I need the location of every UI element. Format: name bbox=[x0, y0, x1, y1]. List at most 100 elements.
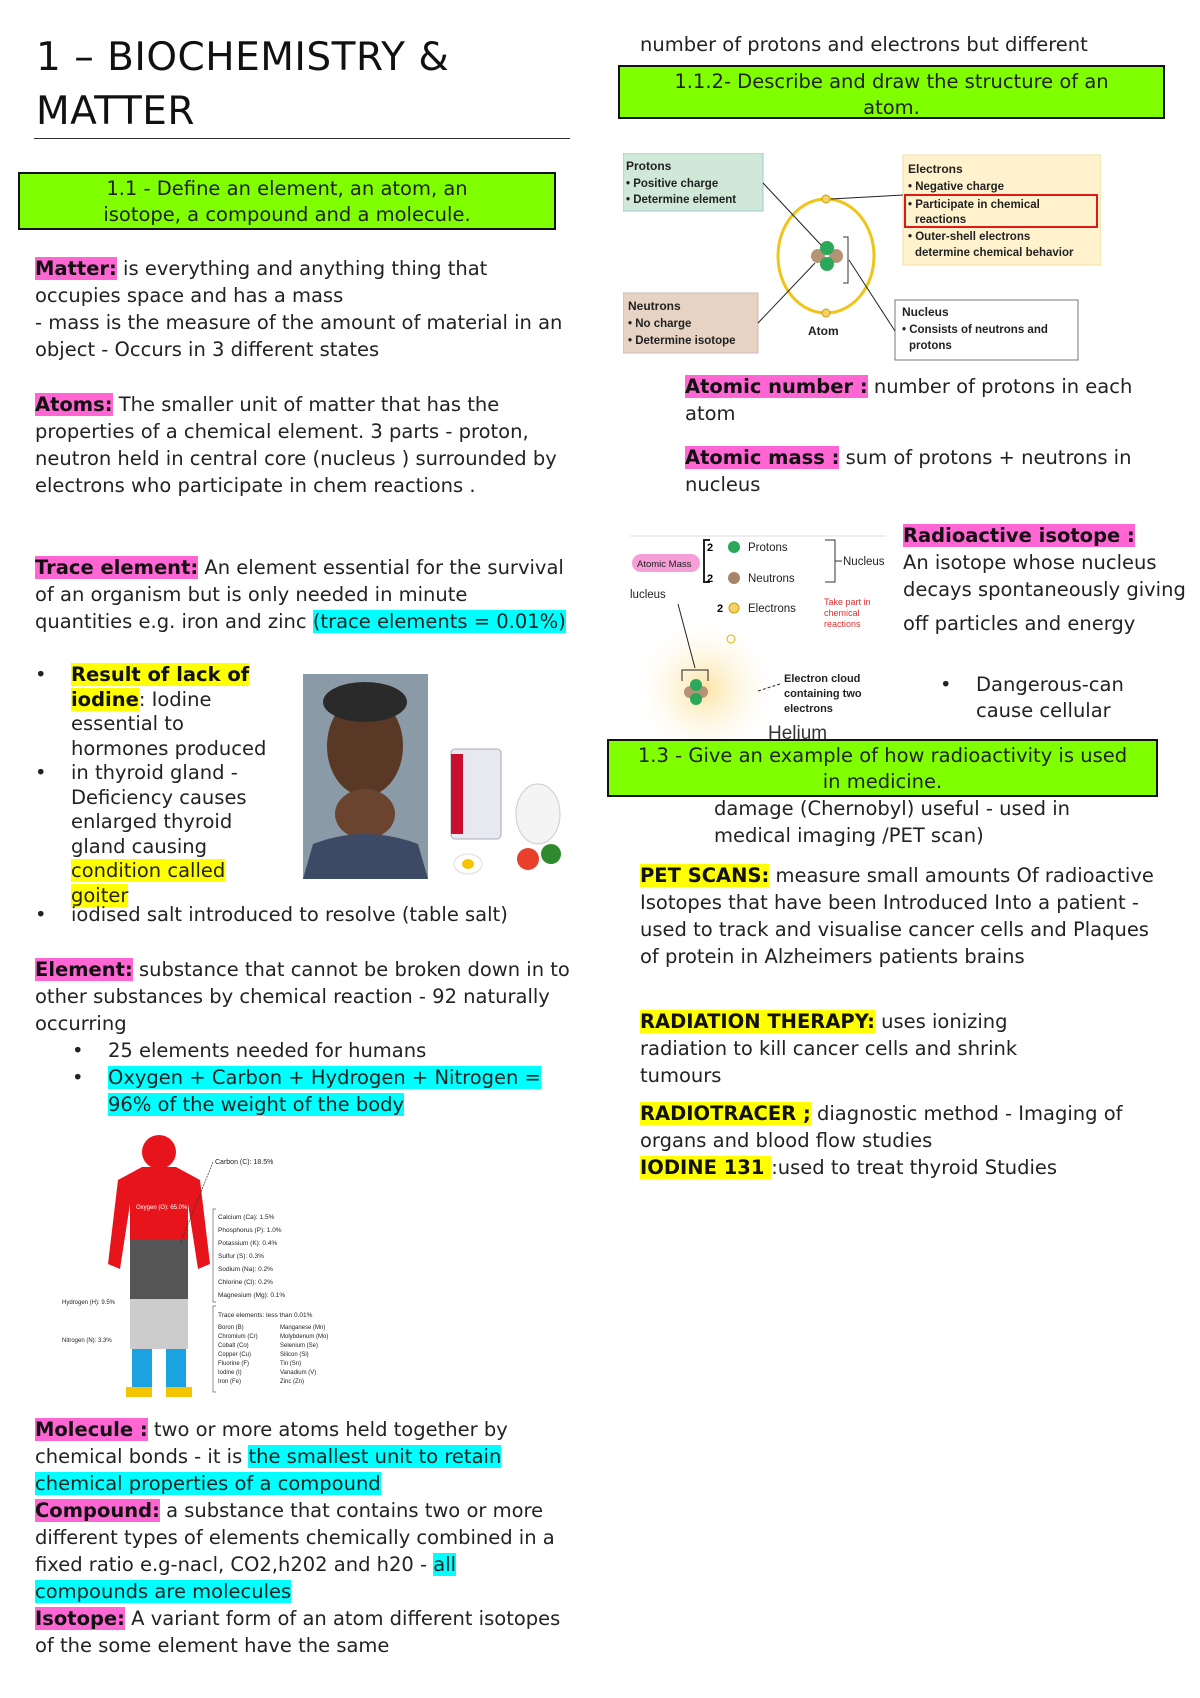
element-paragraph: Element: substance that cannot be broken… bbox=[35, 956, 580, 1037]
electron-icon bbox=[728, 602, 740, 614]
term-iodine-131: IODINE 131 bbox=[640, 1156, 772, 1179]
electrons-line-1: • Negative charge bbox=[908, 181, 1004, 193]
pet-scans-paragraph: PET SCANS: measure small amounts Of radi… bbox=[640, 862, 1160, 970]
label-nitrogen: Nitrogen (N): 3.3% bbox=[62, 1338, 112, 1344]
electrons-title: Electrons bbox=[908, 162, 963, 176]
iodine-bullet-1-text: : Iodine essential to hormones produced bbox=[71, 687, 267, 760]
title-underline bbox=[34, 138, 570, 139]
compound-paragraph: Compound: a substance that contains two … bbox=[35, 1497, 575, 1605]
molecule-compound-isotope-block: Molecule : two or more atoms held togeth… bbox=[35, 1416, 575, 1659]
radiation-therapy-paragraph: RADIATION THERAPY: uses ionizing radiati… bbox=[640, 1008, 1100, 1089]
take-part-line-3: reactions bbox=[824, 619, 861, 629]
neutron-right bbox=[829, 249, 843, 263]
page-title-line2: MATTER bbox=[36, 89, 195, 134]
nucleus-line-1b: protons bbox=[909, 340, 952, 352]
term-element: Element: bbox=[35, 958, 133, 981]
greens bbox=[541, 844, 561, 864]
trace-text: An element essential for the survival of… bbox=[35, 556, 564, 633]
goiter-neck bbox=[335, 789, 395, 839]
term-radioactive-isotope: Radioactive isotope : bbox=[903, 524, 1135, 547]
label-trace-c2-2: Selenium (Se) bbox=[280, 1343, 318, 1349]
egg-yolk bbox=[462, 859, 474, 869]
neutron-count: 2 bbox=[707, 573, 713, 585]
neutrons-box bbox=[623, 292, 759, 354]
element-bullet-2: Oxygen + Carbon + Hydrogen + Nitrogen = … bbox=[72, 1064, 568, 1118]
label-minor-0: Calcium (Ca): 1.5% bbox=[218, 1214, 275, 1221]
helium-atom-diagram: Atomic Mass 2 Protons 2 Neutrons Nucleus… bbox=[630, 535, 886, 741]
protons-line-2: • Determine element bbox=[626, 194, 736, 206]
body-foot-right bbox=[166, 1387, 192, 1397]
term-radiation-therapy: RADIATION THERAPY: bbox=[640, 1010, 875, 1033]
label-trace-c1-6: Iron (Fe) bbox=[218, 1379, 241, 1385]
iodine-bullet-1: Result of lack of iodine: Iodine essenti… bbox=[35, 663, 281, 761]
atomic-mass-paragraph: Atomic mass : sum of protons + neutrons … bbox=[685, 444, 1165, 498]
atomic-number-text: number of protons in each atom bbox=[685, 375, 1133, 425]
label-minor-6: Magnesium (Mg): 0.1% bbox=[218, 1292, 285, 1299]
element-text: substance that cannot be broken down in … bbox=[35, 958, 570, 1035]
label-trace-c2-0: Manganese (Mn) bbox=[280, 1325, 325, 1331]
neutrons-label: Neutrons bbox=[748, 573, 795, 585]
label-trace-c1-0: Boron (B) bbox=[218, 1325, 244, 1331]
label-trace-c1-3: Copper (Cu) bbox=[218, 1352, 251, 1358]
neutrons-line-1: • No charge bbox=[628, 318, 691, 330]
take-part-line-2: chemical bbox=[824, 608, 860, 618]
element-bullet-2-highlight: Oxygen + Carbon + Hydrogen + Nitrogen = … bbox=[108, 1066, 541, 1116]
neutron-icon bbox=[728, 572, 740, 584]
section-heading-1-1-2: 1.1.2- Describe and draw the structure o… bbox=[618, 65, 1165, 119]
electrons-label: Electrons bbox=[748, 603, 796, 615]
matter-text-2: - mass is the measure of the amount of m… bbox=[35, 311, 563, 361]
radioactive-isotope-paragraph: Radioactive isotope : An isotope whose n… bbox=[903, 522, 1193, 637]
trace-element-paragraph: Trace element: An element essential for … bbox=[35, 554, 570, 635]
neutrons-line-2: • Determine isotope bbox=[628, 335, 736, 347]
nucleus-label-left: lucleus bbox=[630, 589, 666, 601]
body-calf-nitrogen-left bbox=[132, 1349, 152, 1387]
label-minor-1: Phosphorus (P): 1.0% bbox=[218, 1227, 282, 1234]
goiter-photo bbox=[303, 674, 561, 879]
label-trace-c1-5: Iodine (I) bbox=[218, 1370, 242, 1376]
woman-face bbox=[327, 696, 403, 796]
body-head-oxygen bbox=[142, 1135, 176, 1169]
label-minor-4: Sodium (Na): 0.2% bbox=[218, 1266, 273, 1273]
nucleus-leader bbox=[677, 603, 696, 669]
milk-glass bbox=[515, 783, 561, 845]
radiotracer-text: diagnostic method - Imaging of organs an… bbox=[640, 1102, 1123, 1152]
nucleus-label-right: Nucleus bbox=[843, 556, 885, 568]
proton-bottom bbox=[820, 257, 834, 271]
label-trace-c1-4: Fluorine (F) bbox=[218, 1361, 249, 1367]
protons-box bbox=[623, 153, 764, 212]
term-isotope: Isotope: bbox=[35, 1607, 125, 1630]
body-torso-oxygen bbox=[108, 1167, 210, 1269]
iodine-bullet-2-text: in thyroid gland - Deficiency causes enl… bbox=[71, 761, 247, 858]
nucleus-box bbox=[894, 299, 1079, 361]
label-trace-c2-1: Molybdenum (Mo) bbox=[280, 1334, 328, 1340]
label-carbon: Carbon (C): 18.5% bbox=[215, 1159, 273, 1166]
molecule-paragraph: Molecule : two or more atoms held togeth… bbox=[35, 1416, 575, 1497]
term-trace-element: Trace element: bbox=[35, 556, 199, 579]
neutron-left bbox=[811, 249, 825, 263]
cloud-label-1: Electron cloud bbox=[784, 673, 860, 685]
nucleus-arrow bbox=[848, 259, 896, 332]
body-composition-figure: Oxygen (O): 65.0% Carbon (C): 18.5% Hydr… bbox=[62, 1135, 328, 1397]
electron-count: 2 bbox=[717, 603, 723, 615]
iodine-131-text: :used to treat thyroid Studies bbox=[771, 1156, 1058, 1179]
nucleus-bracket-left bbox=[681, 669, 709, 681]
compound-text: a substance that contains two or more di… bbox=[35, 1499, 555, 1576]
radioactive-text-2: off particles and energy bbox=[903, 612, 1136, 635]
protons-label: Protons bbox=[748, 542, 788, 554]
proton-icon bbox=[728, 541, 740, 553]
atom-structure-diagram: Protons • Positive charge • Determine el… bbox=[623, 153, 1101, 361]
atom-label: Atom bbox=[808, 324, 839, 338]
helium-label: Helium bbox=[768, 723, 827, 741]
radioactive-text: An isotope whose nucleus decays spontane… bbox=[903, 551, 1186, 601]
label-hydrogen: Hydrogen (H): 9.5% bbox=[62, 1300, 116, 1306]
element-bullet-list: 25 elements needed for humans Oxygen + C… bbox=[72, 1037, 568, 1118]
proton-top bbox=[820, 241, 834, 255]
electrons-arrow bbox=[830, 194, 904, 200]
section-heading-1-1: 1.1 - Define an element, an atom, an iso… bbox=[18, 172, 556, 230]
isotope-continuation: number of protons and electrons but diff… bbox=[640, 33, 1088, 56]
label-trace-c2-5: Vanadium (V) bbox=[280, 1370, 316, 1376]
matter-paragraph: Matter: is everything and anything thing… bbox=[35, 255, 575, 363]
protons-line-1: • Positive charge bbox=[626, 178, 718, 190]
protons-arrow bbox=[762, 182, 822, 246]
take-part-line-1: Take part in bbox=[824, 597, 871, 607]
